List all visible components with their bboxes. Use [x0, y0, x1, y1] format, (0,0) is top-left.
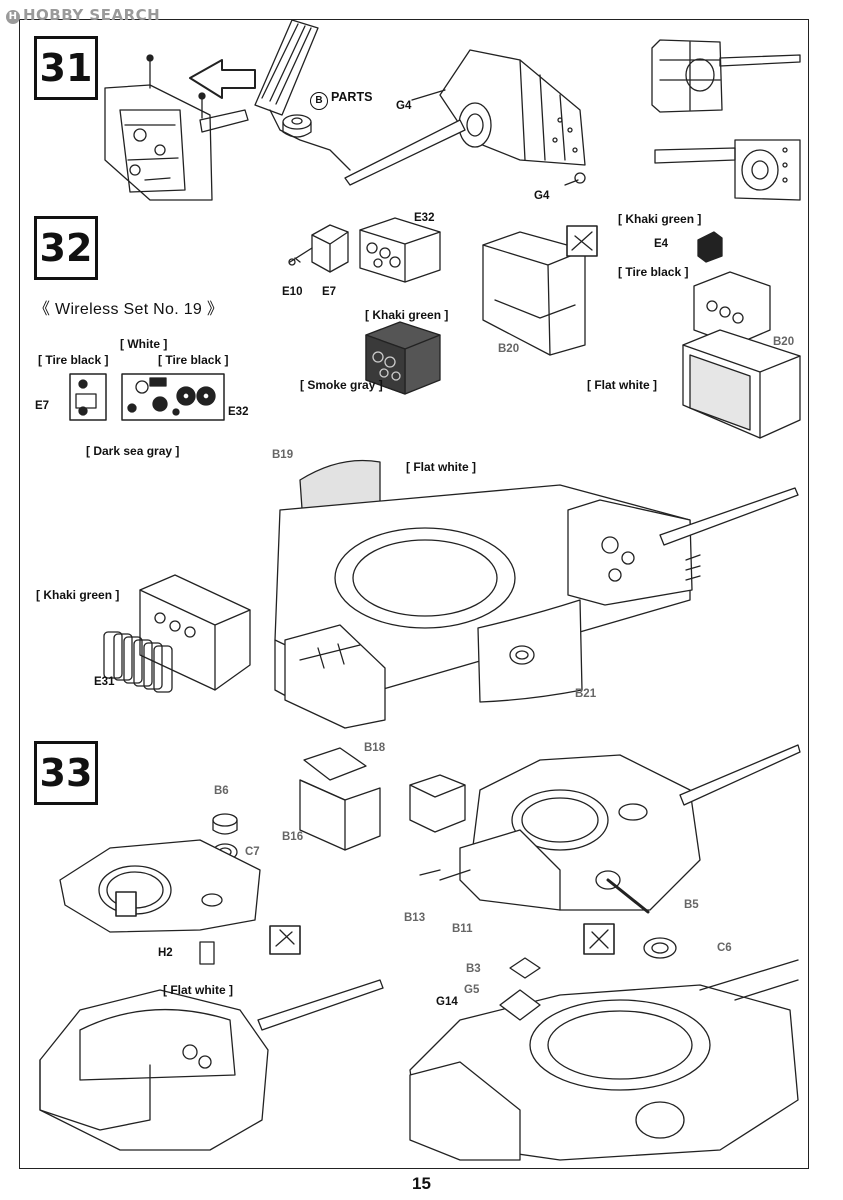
step33-turret-bottom-left	[39, 979, 384, 1151]
page-frame	[19, 19, 809, 1169]
part-c7: C7	[245, 846, 260, 858]
step32-radio-mount-b20	[482, 225, 598, 356]
part-e7-top: E7	[322, 286, 337, 298]
page-number: 15	[412, 1174, 431, 1193]
part-b11: B11	[452, 923, 473, 935]
step32-radio-installed	[682, 231, 801, 439]
parts-b-text: PARTS	[331, 90, 373, 104]
watermark-logo-icon: H	[6, 10, 20, 24]
color-dark-sea-gray: [ Dark sea gray ]	[86, 444, 180, 458]
step32-color-guide-panels	[69, 373, 225, 421]
step-31-number: 31	[34, 36, 98, 100]
step33-hatch-parts	[199, 813, 301, 965]
watermark-text: HOBBY SEARCH	[23, 6, 161, 24]
part-e7-left: E7	[35, 400, 50, 412]
color-flat-white-right: [ Flat white ]	[587, 378, 657, 392]
step31-gun-assembly	[344, 49, 586, 186]
part-g4-bottom: G4	[534, 190, 550, 202]
part-g14: G14	[436, 996, 458, 1008]
step33-turret-right	[409, 744, 801, 959]
color-flat-white-step33: [ Flat white ]	[163, 983, 233, 997]
part-b13: B13	[404, 912, 426, 924]
part-b20-mid: B20	[498, 343, 520, 355]
step32-wireless-set-parts	[288, 217, 441, 283]
part-e32-top: E32	[414, 212, 435, 224]
part-b19: B19	[272, 449, 294, 461]
step31-sprue-detail	[254, 19, 351, 171]
step32-painted-radio	[365, 321, 441, 395]
part-e32-left: E32	[228, 406, 249, 418]
step31-direction-arrow	[189, 59, 256, 99]
step31-reference-views	[651, 39, 801, 201]
step31-turret-mantlet-drawing	[104, 54, 249, 201]
step32-turret-basket	[274, 459, 799, 729]
part-b6: B6	[214, 785, 229, 797]
part-b21: B21	[575, 688, 597, 700]
part-e31: E31	[94, 676, 115, 688]
part-h2: H2	[158, 947, 173, 959]
step-32-number: 32	[34, 216, 98, 280]
wireless-set-title: 《 Wireless Set No. 19 》	[34, 301, 224, 318]
color-white-label: [ White ]	[120, 337, 168, 351]
color-smoke-gray: [ Smoke gray ]	[300, 378, 383, 392]
part-g4-top: G4	[396, 100, 412, 112]
step33-stowage-box	[299, 747, 381, 851]
color-tire-black-e4: [ Tire black ]	[618, 265, 689, 279]
part-b20-right: B20	[773, 336, 795, 348]
part-b16: B16	[282, 831, 304, 843]
part-b3: B3	[466, 963, 481, 975]
step-33-number: 33	[34, 741, 98, 805]
color-khaki-green-left: [ Khaki green ]	[36, 588, 120, 602]
part-g5: G5	[464, 984, 480, 996]
parts-b-icon: B	[310, 92, 328, 110]
part-e10: E10	[282, 286, 303, 298]
step32-radio-cabinet-left	[103, 574, 251, 693]
part-e4: E4	[654, 238, 669, 250]
part-c6: C6	[717, 942, 732, 954]
step33-turret-bottom-right	[409, 957, 799, 1161]
color-tire-black-left: [ Tire black ]	[38, 353, 109, 367]
step33-turret-top-left	[59, 839, 261, 933]
color-khaki-green-mid: [ Khaki green ]	[365, 308, 449, 322]
part-b18: B18	[364, 742, 386, 754]
color-khaki-green-right: [ Khaki green ]	[618, 212, 702, 226]
color-tire-black-right: [ Tire black ]	[158, 353, 229, 367]
color-flat-white-b19: [ Flat white ]	[406, 460, 476, 474]
part-b5: B5	[684, 899, 699, 911]
